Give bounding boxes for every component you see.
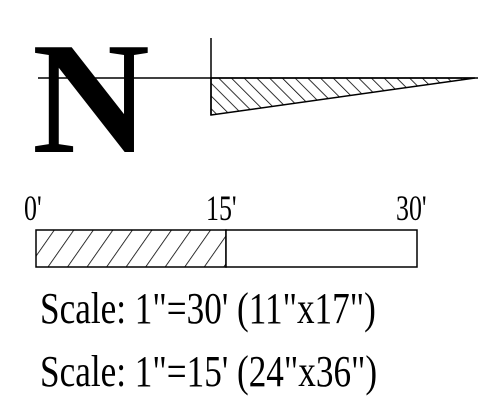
scale-tick-0: 0' (24, 188, 42, 228)
scale-bar (35, 229, 418, 268)
scale-bar-blank-segment (225, 229, 418, 268)
scale-tick-30: 30' (396, 188, 427, 228)
scale-note-11x17: Scale: 1"=30' (11"x17") (40, 284, 376, 333)
scale-bar-hatched-segment (35, 229, 227, 268)
scale-tick-15: 15' (206, 188, 237, 228)
north-letter-n: N (32, 9, 150, 186)
scale-note-24x36: Scale: 1"=15' (24"x36") (40, 347, 378, 396)
north-arrow-wedge (210, 77, 476, 116)
